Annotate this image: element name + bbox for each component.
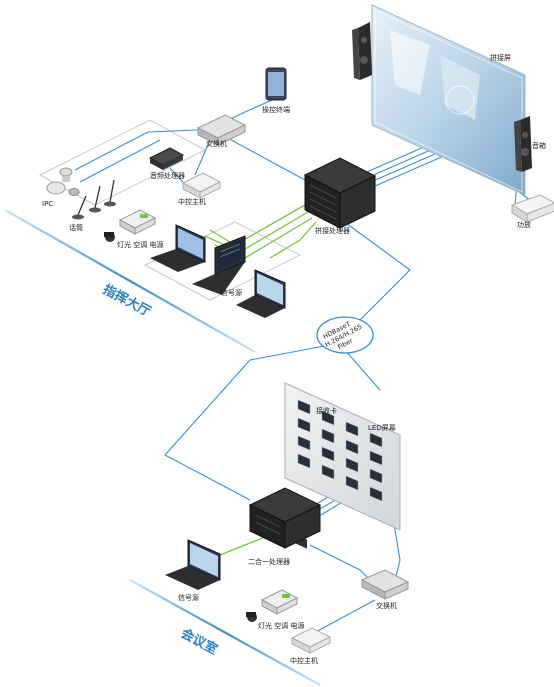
led-screen-label: LED屏幕 xyxy=(368,423,396,432)
switch-bottom-device xyxy=(360,569,410,600)
light-ac-curtain-bottom-label: 灯光 空调 电源 xyxy=(258,621,304,630)
ipc-cameras xyxy=(46,167,80,196)
switch-bottom-label: 交换机 xyxy=(376,601,397,610)
light-ac-curtain-top-label: 灯光 空调 电源 xyxy=(117,240,163,249)
laptop-3 xyxy=(236,269,286,318)
laptop-1 xyxy=(150,224,206,272)
laptop-2 xyxy=(192,235,246,295)
switch-top-label: 交换机 xyxy=(206,139,227,148)
splice-processor-device xyxy=(303,157,377,229)
led-receiver-grid xyxy=(297,399,383,502)
command-hall-zone-line xyxy=(4,209,256,353)
speaker-label: 音箱 xyxy=(532,141,546,150)
speaker-left xyxy=(352,22,372,80)
ipc-label: IPC xyxy=(42,200,53,208)
central-control-top-label: 中控主机 xyxy=(178,197,206,206)
meeting-room-title: 会议室 xyxy=(178,625,220,657)
mic-label: 话筒 xyxy=(69,223,83,232)
two-in-one-processor-label: 二合一处理器 xyxy=(248,557,290,566)
light-control-top xyxy=(104,209,157,242)
blue-links xyxy=(74,99,531,636)
splice-screen-label: 拼接屏 xyxy=(490,53,511,62)
audio-processor-label: 音频处理器 xyxy=(150,171,185,180)
meeting-room-zone-line xyxy=(129,579,321,686)
audio-processor-device xyxy=(148,147,185,170)
control-terminal-device xyxy=(265,67,287,101)
central-control-top-device xyxy=(181,172,222,199)
network-oval xyxy=(316,316,374,354)
laptop-bottom xyxy=(165,539,221,590)
central-control-bottom-label: 中控主机 xyxy=(290,656,318,665)
microphones xyxy=(72,179,116,220)
two-in-one-processor-device xyxy=(248,487,322,549)
splice-screen xyxy=(371,4,526,196)
control-terminal-label: 操控终端 xyxy=(262,105,290,114)
power-amp-label: 功放 xyxy=(517,220,531,229)
switch-top-device xyxy=(196,114,247,146)
light-control-bottom xyxy=(246,589,299,622)
command-hall-title: 指挥大厅 xyxy=(100,281,153,320)
speaker-right xyxy=(514,116,532,172)
receiver-card-label: 接收卡 xyxy=(316,406,337,415)
power-amp-device xyxy=(510,194,554,223)
signal-source-top-label: 信号源 xyxy=(221,288,242,297)
splice-processor-label: 拼接处理器 xyxy=(315,226,350,235)
signal-source-bottom-label: 信号源 xyxy=(178,593,199,602)
central-control-bottom-device xyxy=(290,627,332,654)
